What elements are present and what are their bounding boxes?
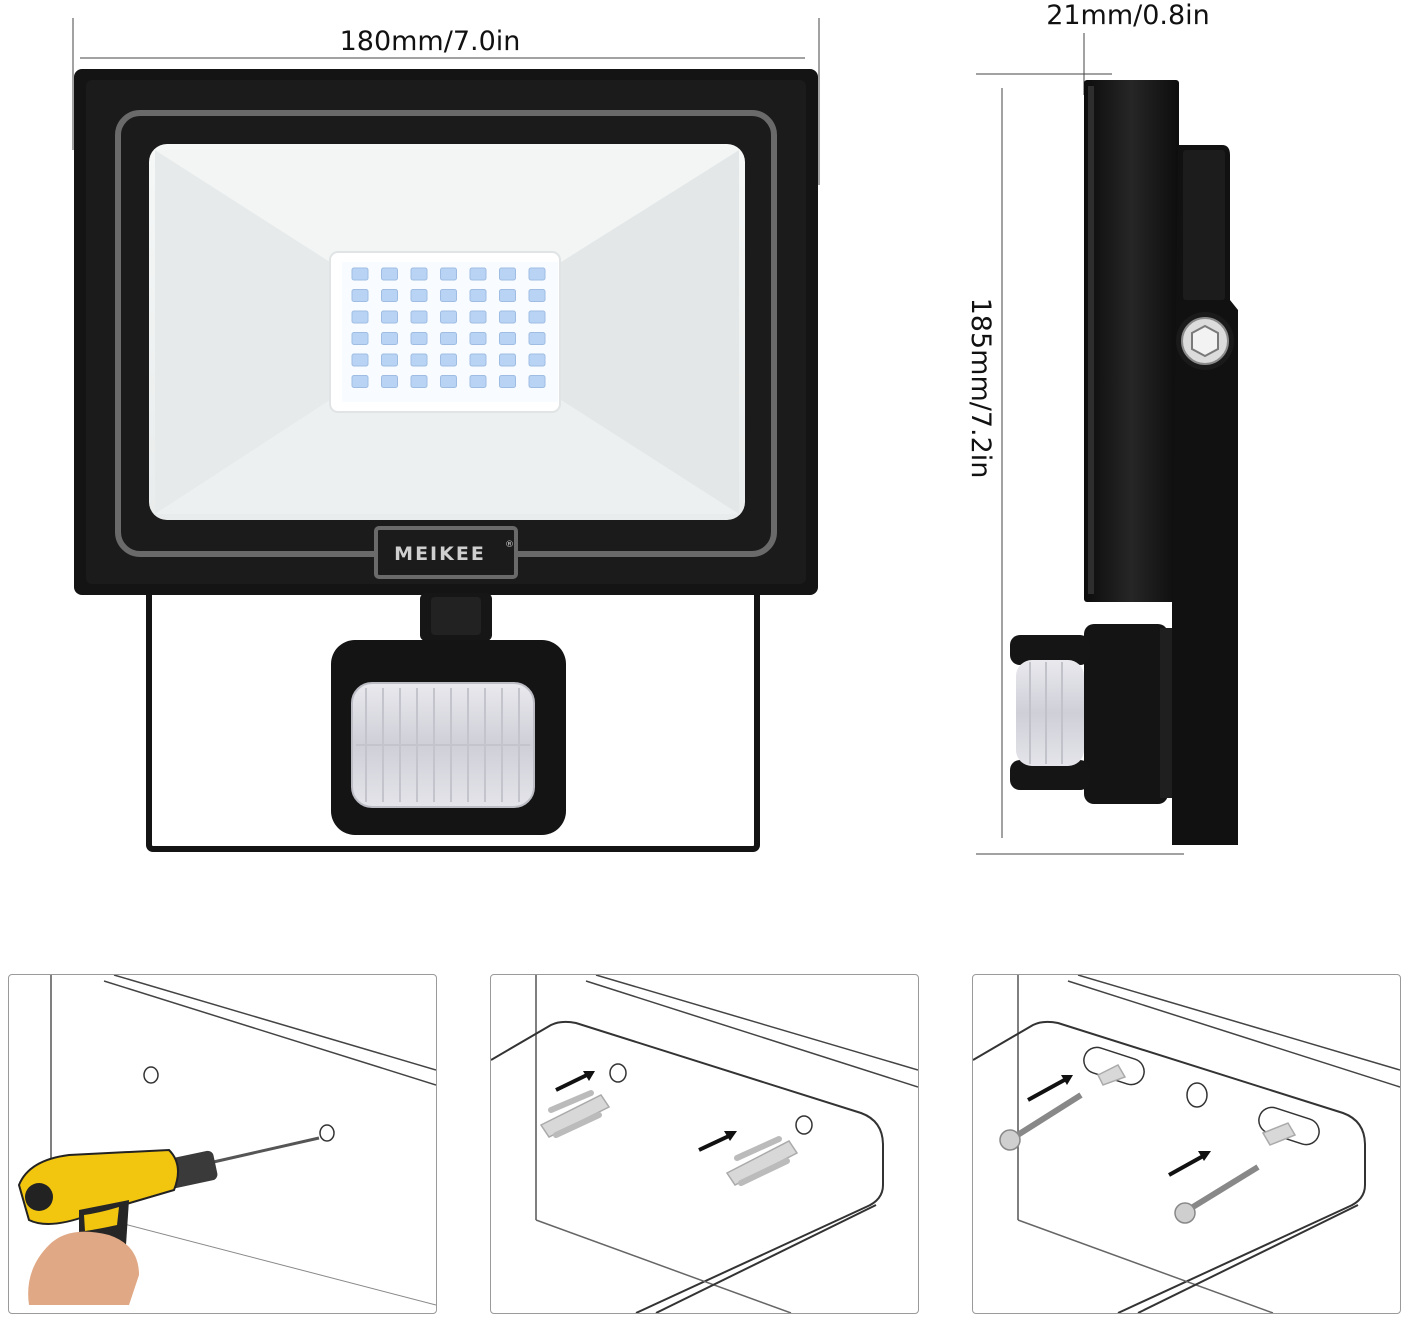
led-chip [469,289,487,302]
brand-name: MEIKEE [394,543,486,565]
led-chip [440,353,457,367]
led-chip [410,310,428,324]
led-chip [351,353,369,367]
led-chip [381,375,398,388]
led-chip [410,353,428,367]
led-chip [381,289,398,302]
led-chip [410,375,428,388]
led-chip [499,353,516,367]
depth-label: 21mm/0.8in [1046,0,1210,31]
led-chip [381,353,398,367]
led-chip [499,289,516,302]
install-step-screws [972,974,1401,1314]
led-chip [528,375,546,388]
motion-sensor-side [1010,624,1172,804]
led-chip [410,289,428,302]
led-chip [440,289,457,302]
led-chip [499,375,516,388]
led-chip [469,353,487,367]
install-step-drill [8,974,437,1314]
install-step-wall-plugs [490,974,919,1314]
width-label: 180mm/7.0in [340,26,521,57]
led-chip [528,310,546,324]
brand-registered-mark: ® [505,540,514,550]
depth-dimension: 21mm/0.8in [976,0,1210,95]
wall-hole-icon [319,1124,335,1142]
led-chip [499,267,516,281]
led-chip [469,375,487,388]
led-chip [410,267,428,281]
height-label: 185mm/7.2in [965,298,996,479]
led-chip [381,310,398,324]
pivot-bolt [1176,312,1234,370]
led-chip [351,332,369,345]
led-chip [469,332,487,345]
arrow-icon [698,1131,737,1152]
arrow-icon [555,1071,595,1092]
led-chip [528,332,546,345]
led-chip [440,332,457,345]
brand-badge [374,526,518,579]
led-chip [351,310,369,324]
wall-hole-icon [143,1066,159,1084]
arrow-icon [1168,1151,1211,1177]
motion-sensor-front [331,640,566,835]
screw-icon [1174,1122,1297,1224]
power-drill-icon [17,1148,218,1305]
led-chip [499,332,516,345]
led-chip [469,267,487,281]
height-dimension: 185mm/7.2in [965,88,1184,855]
led-chip [528,353,546,367]
led-chip [528,267,546,281]
led-chip [499,310,516,324]
led-chip [469,310,487,324]
led-chip [351,267,369,281]
led-grid [351,267,546,388]
led-chip [440,375,457,388]
wall-plug-icon [539,1090,611,1138]
led-chip [381,332,398,345]
screw-icon [999,1064,1127,1151]
led-chip [351,289,369,302]
led-chip [528,289,546,302]
led-chip [410,332,428,345]
arrow-icon [1027,1075,1073,1102]
led-chip [440,310,457,324]
led-chip [351,375,369,388]
led-chip [381,267,398,281]
floodlight-side-view [1010,80,1238,845]
floodlight-front-view: MEIKEE ® [74,69,818,852]
led-chip [440,267,457,281]
width-dimension: 180mm/7.0in [72,18,820,185]
wall-plug-icon [725,1136,799,1186]
